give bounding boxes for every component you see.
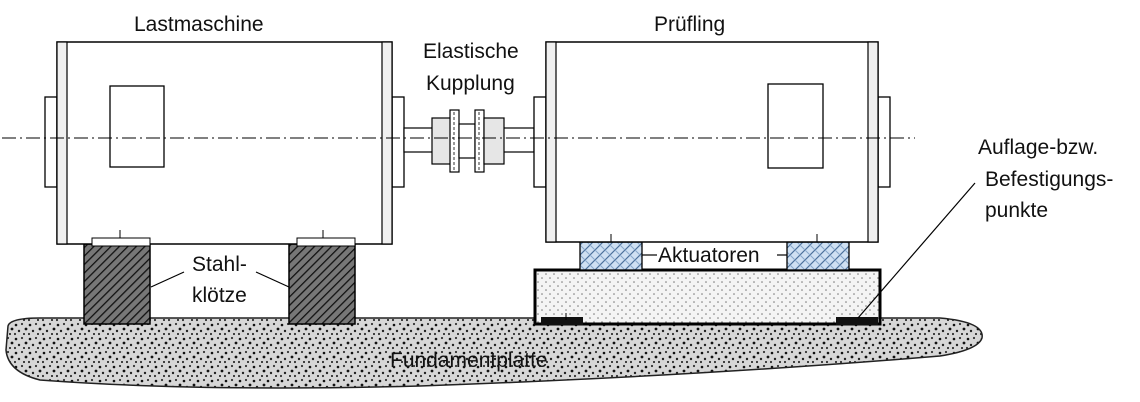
label-test-specimen: Prüfling [654, 13, 725, 36]
label-steel-line2: klötze [192, 284, 247, 307]
actuator-right [786, 241, 850, 271]
steel-block-left [83, 243, 151, 325]
label-support-line1: Auflage-bzw. [978, 136, 1098, 159]
foundation-slab [5, 317, 983, 389]
support-point-right [836, 317, 878, 325]
label-coupling-line1: Elastische [423, 40, 519, 63]
support-point-left [541, 317, 583, 325]
leader-steel-left [150, 271, 185, 288]
elastic-coupling [431, 109, 505, 173]
label-support-line3: punkte [985, 199, 1048, 222]
label-coupling-line2: Kupplung [426, 72, 515, 95]
actuator-left [579, 241, 643, 271]
label-actuators: Aktuatoren [658, 244, 760, 267]
label-support-line2: Befestigungs- [985, 168, 1113, 191]
steel-block-right [288, 243, 356, 325]
label-steel-line1: Stahl- [192, 253, 247, 276]
load-machine [44, 41, 405, 247]
leader-steel-right [255, 271, 290, 288]
base-frame [533, 268, 882, 326]
label-foundation: Fundamentplatte [390, 349, 548, 372]
leader-support-point [857, 182, 976, 319]
label-load-machine: Lastmaschine [134, 13, 264, 36]
test-specimen-machine [533, 41, 891, 243]
